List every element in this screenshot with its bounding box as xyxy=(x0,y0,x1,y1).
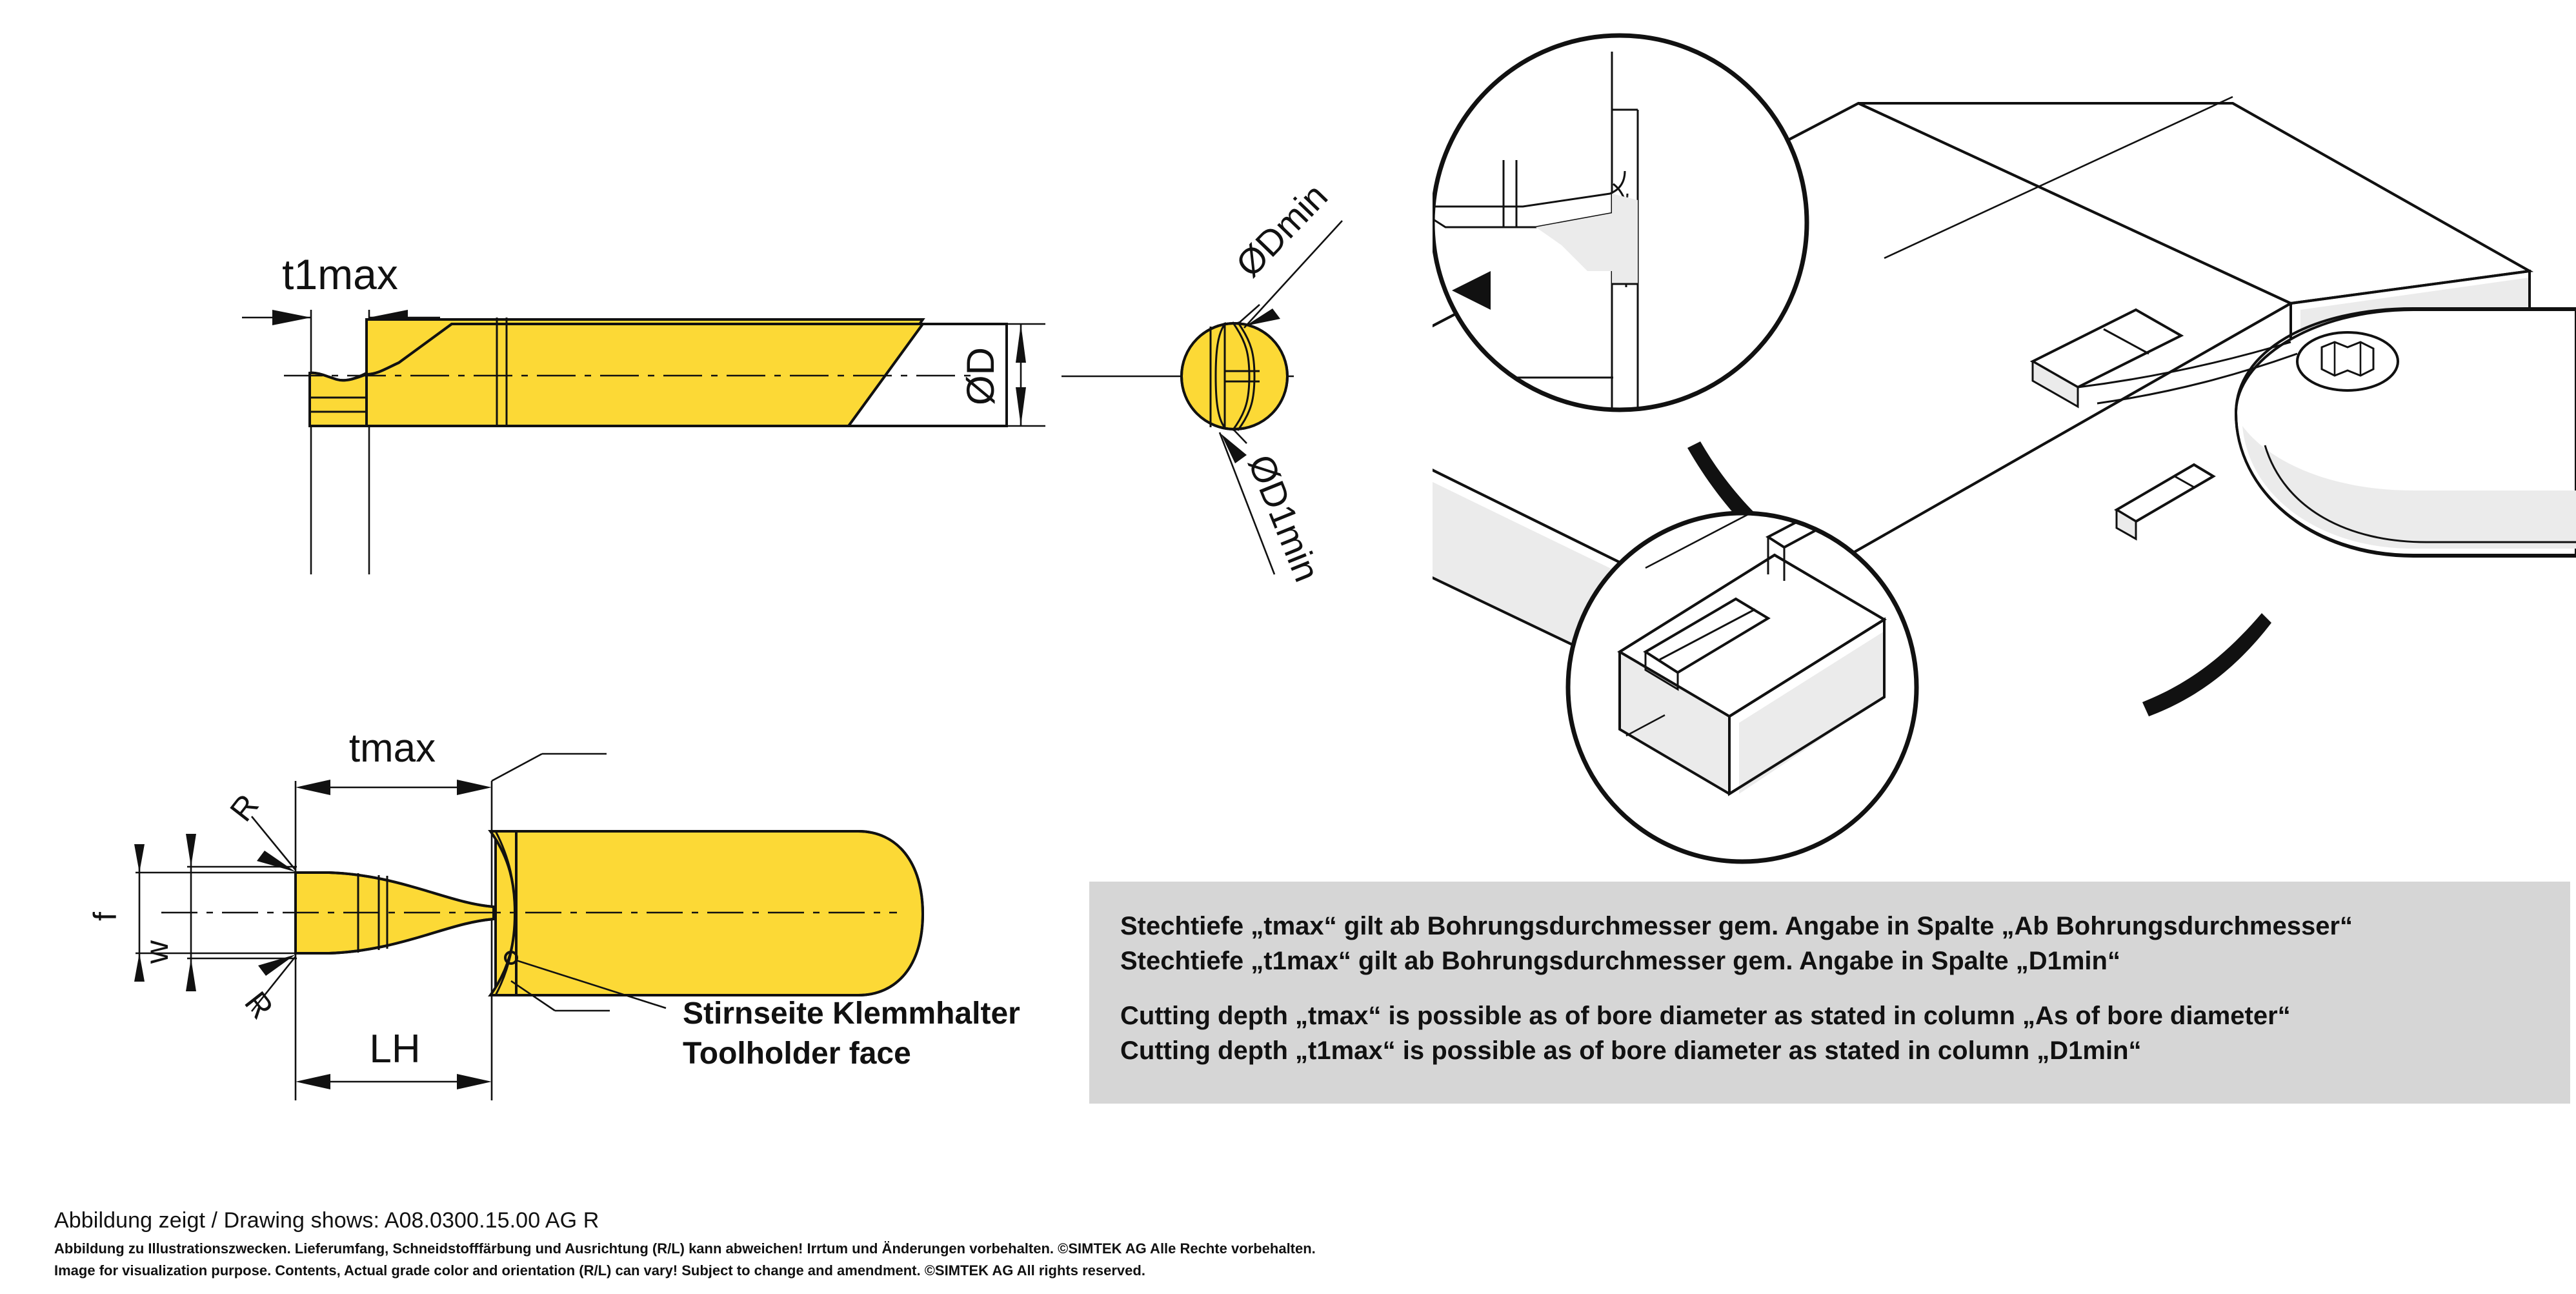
bar-blade-detail xyxy=(2114,463,2216,541)
dim-label-ODmin: ØDmin xyxy=(1228,176,1335,285)
note-line-en-2: Cutting depth „t1max“ is possible as of … xyxy=(1120,1036,2142,1066)
note-line-de-2: Stechtiefe „t1max“ gilt ab Bohrungsdurch… xyxy=(1120,947,2120,976)
insert-on-holder xyxy=(2029,308,2298,409)
top-view-drawing: tmax f w xyxy=(87,726,925,1100)
footer-disclaimer-en: Image for visualization purpose. Content… xyxy=(54,1262,1145,1279)
dim-label-LH: LH xyxy=(369,1027,420,1071)
note-spacer xyxy=(1120,979,2557,998)
dim-label-tmax: tmax xyxy=(349,726,436,771)
toolholder-face-callout: Stirnseite Klemmhalter Toolholder face xyxy=(504,951,1020,1071)
footer-disclaimer-de: Abbildung zu Illustrationszwecken. Liefe… xyxy=(54,1240,1316,1257)
toolholder-face-tick-upper xyxy=(491,753,607,782)
dimension-OD: ØD xyxy=(959,323,1045,427)
dimension-ODmin: ØDmin xyxy=(1228,176,1343,329)
note-line-en-1: Cutting depth „tmax“ is possible as of b… xyxy=(1120,1001,2291,1030)
front-view-drawing: ØDmin ØD1min xyxy=(1062,176,1343,587)
side-view-drawing: t1max ØD xyxy=(242,250,1045,574)
detail-circle-upper xyxy=(1433,33,1809,412)
dimension-R-upper: R xyxy=(223,787,297,872)
dim-label-R-lower: R xyxy=(237,985,280,1026)
dim-label-t1max: t1max xyxy=(282,250,398,298)
toolholder-outline xyxy=(496,830,925,996)
note-box: Stechtiefe „tmax“ gilt ab Bohrungsdurchm… xyxy=(1089,882,2570,1104)
dimension-R-lower: R xyxy=(237,955,297,1026)
feed-arrow-icon xyxy=(1452,271,1491,310)
note-line-de-1: Stechtiefe „tmax“ gilt ab Bohrungsdurchm… xyxy=(1120,912,2353,940)
dim-label-OD: ØD xyxy=(959,347,1002,405)
dimension-LH: LH xyxy=(296,1027,492,1089)
workpiece-cylinder xyxy=(2234,307,2576,558)
dim-label-R-upper: R xyxy=(223,787,265,828)
isometric-view-drawing xyxy=(1433,33,2576,864)
footer: Abbildung zeigt / Drawing shows: A08.030… xyxy=(54,1208,1990,1282)
dim-label-w: w xyxy=(139,940,175,964)
callout-line-en: Toolholder face xyxy=(683,1036,911,1071)
insert-body-side xyxy=(308,318,1008,427)
dimension-w: w xyxy=(139,834,297,991)
dim-label-OD1min: ØD1min xyxy=(1240,449,1327,587)
dimension-f: f xyxy=(87,844,297,982)
insert-cross-section xyxy=(1180,321,1289,431)
detail-circle-lower xyxy=(1565,511,1919,864)
dimension-OD1min: ØD1min xyxy=(1218,428,1328,587)
callout-line-de: Stirnseite Klemmhalter xyxy=(683,996,1020,1031)
dim-label-f: f xyxy=(87,912,123,921)
footer-title: Abbildung zeigt / Drawing shows: A08.030… xyxy=(54,1208,599,1233)
torx-screw xyxy=(2296,331,2399,392)
